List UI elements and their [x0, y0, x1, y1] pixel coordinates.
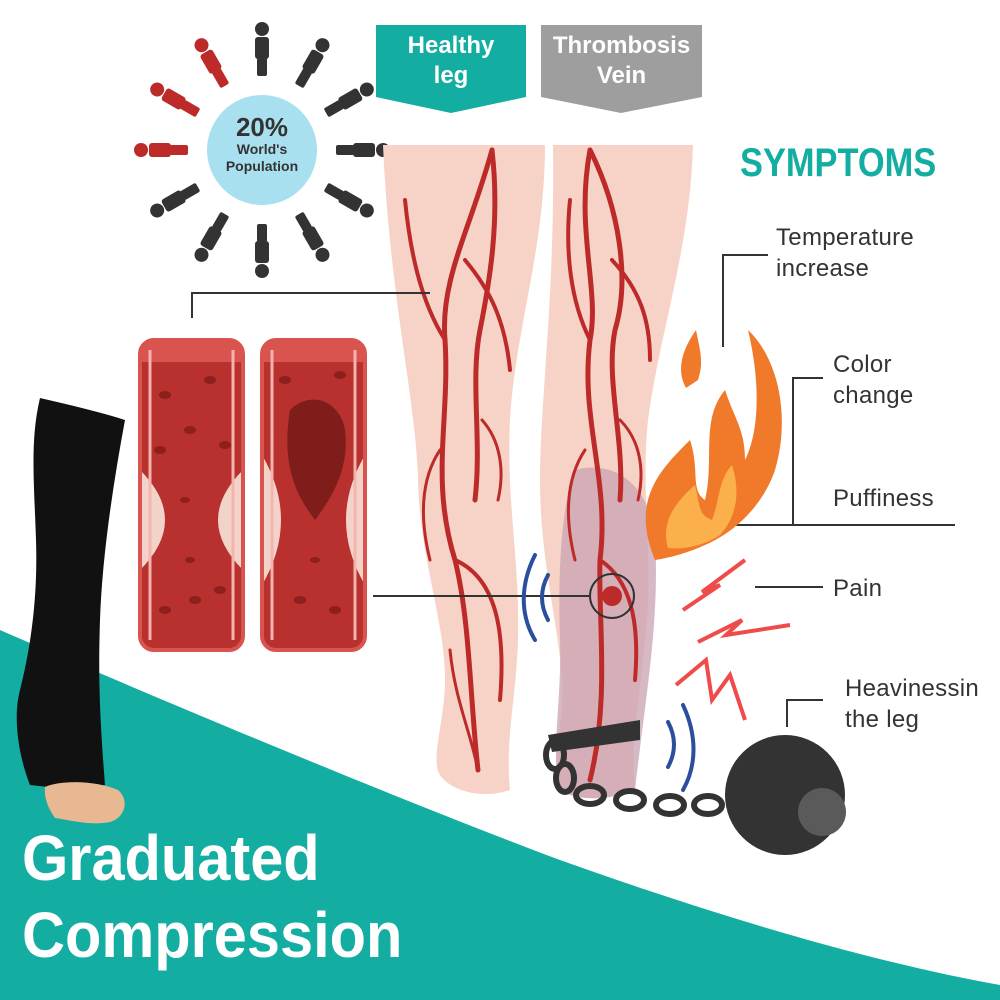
clot-point: [602, 586, 622, 606]
tab-thrombosis: Thrombosis Vein: [541, 31, 702, 91]
population-line1: World's: [236, 141, 288, 157]
person-icon: [150, 183, 200, 218]
promo-line1: Graduated: [22, 822, 320, 894]
person-icon: [295, 212, 330, 262]
ball-and-chain-icon: [543, 720, 846, 855]
tab-healthy-line1: Healthy: [407, 32, 495, 59]
sound-wave-icon: [521, 553, 696, 792]
blood-vessel-healthy: [138, 338, 245, 652]
symptom-heaviness: Heavinessin the leg: [845, 673, 979, 735]
symptom-color-change: Color change: [833, 349, 914, 411]
promo-line2: Compression: [22, 899, 403, 971]
tab-thrombosis-shape: [541, 25, 702, 113]
population-circle: [207, 95, 317, 205]
symptom-pain: Pain: [833, 575, 883, 602]
population-line2: Population: [225, 158, 299, 174]
person-icon: [255, 224, 269, 278]
tab-healthy-line2: leg: [433, 62, 469, 89]
tab-healthy: Healthy leg: [376, 31, 526, 91]
population-percent: 20%: [235, 112, 289, 142]
person-icon: [336, 143, 390, 157]
tab-healthy-shape: [376, 25, 526, 113]
tab-thrombosis-line2: Vein: [596, 62, 647, 89]
lightning-icon: [674, 558, 791, 721]
tab-thrombosis-line1: Thrombosis: [552, 32, 691, 59]
connector-lines: [191, 254, 955, 727]
symptom-puffiness: Puffiness: [833, 485, 934, 512]
person-icon: [255, 22, 269, 76]
thrombosis-leg-veins: [566, 147, 652, 783]
symptom-heaviness-line1: Heavinessin: [845, 675, 980, 702]
symptom-temperature-line1: Temperature: [776, 224, 915, 251]
symptom-color-line2: change: [833, 382, 914, 409]
healthy-leg-silhouette: [383, 145, 545, 795]
person-icon: [324, 82, 374, 117]
compression-sock-icon: [16, 398, 125, 824]
swelling-highlight: [555, 467, 656, 799]
blood-vessel-clot: [260, 338, 367, 652]
teal-wave-background: [0, 630, 1000, 1000]
fire-icon: [645, 330, 782, 560]
person-icon: [194, 38, 229, 88]
people-ring: [134, 22, 390, 278]
population-badge: 20% World's Population: [207, 113, 317, 175]
person-icon: [194, 212, 229, 262]
symptom-temperature: Temperature increase: [776, 222, 914, 284]
person-icon: [295, 38, 330, 88]
person-icon: [150, 82, 200, 117]
person-icon: [134, 143, 188, 157]
healthy-leg-veins: [403, 147, 512, 773]
symptom-heaviness-line2: the leg: [845, 706, 920, 733]
person-icon: [324, 183, 374, 218]
symptom-temperature-line2: increase: [776, 255, 870, 282]
symptoms-title: SYMPTOMS: [740, 141, 937, 185]
blood-cells: [154, 376, 231, 614]
symptom-color-line1: Color: [833, 351, 892, 378]
